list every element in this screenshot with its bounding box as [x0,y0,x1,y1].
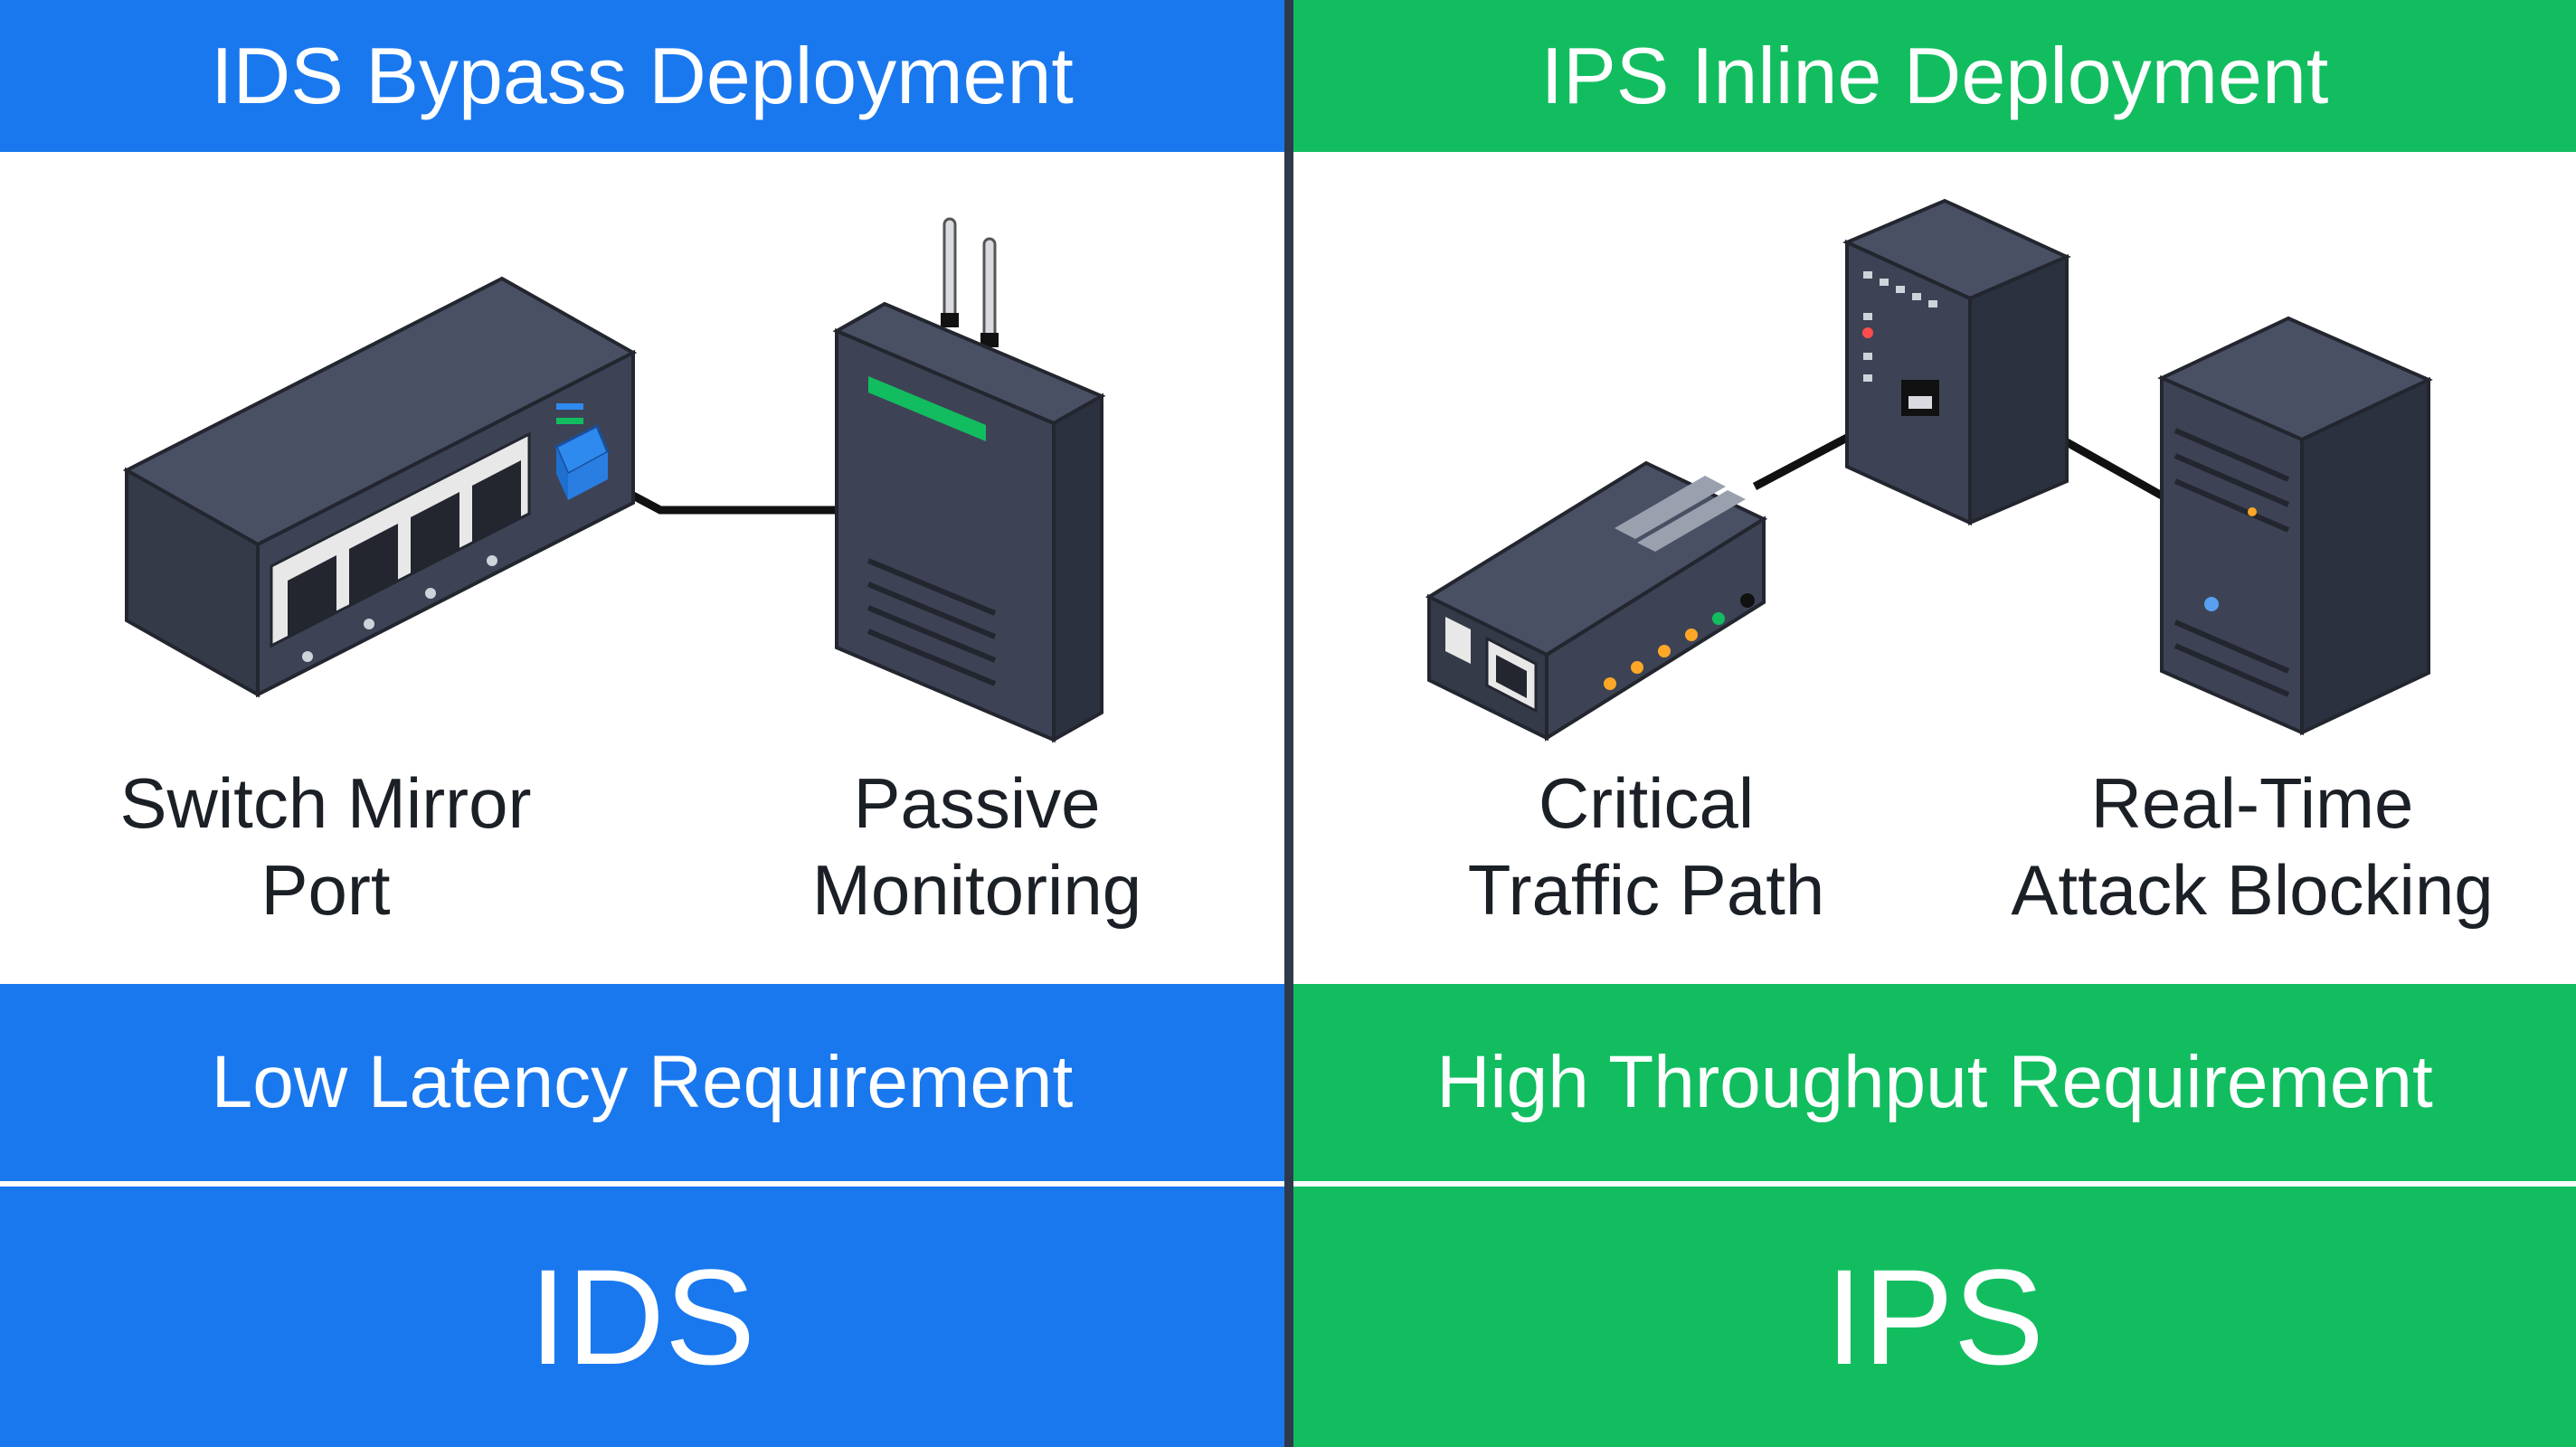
ips-caption-right: Real-Time Attack Blocking [2011,763,2494,930]
ips-requirement: High Throughput Requirement [1293,984,2576,1188]
panel-divider [1284,0,1293,1447]
ips-label: IPS [1293,1187,2576,1447]
ips-appliance-icon [1842,198,2071,526]
ips-diagram: Critical Traffic Path Real-Time Attack B… [1293,152,2576,984]
ips-caption-left: Critical Traffic Path [1467,763,1825,930]
ids-sensor-icon [832,217,1106,743]
network-switch-icon [122,276,638,698]
ids-label: IDS [0,1187,1284,1447]
ids-title: IDS Bypass Deployment [0,0,1284,152]
router-icon [1425,460,1768,742]
ids-panel: IDS Bypass Deployment [0,0,1284,1447]
ids-requirement: Low Latency Requirement [0,984,1284,1188]
ids-caption-right: Passive Monitoring [811,763,1142,930]
ids-caption-left: Switch Mirror Port [119,763,532,930]
ips-panel: IPS Inline Deployment [1293,0,2576,1447]
ids-diagram: Switch Mirror Port Passive Monitoring [0,152,1284,984]
ips-title: IPS Inline Deployment [1293,0,2576,152]
mirror-cable [603,478,841,515]
server-tower-icon [2157,316,2433,736]
